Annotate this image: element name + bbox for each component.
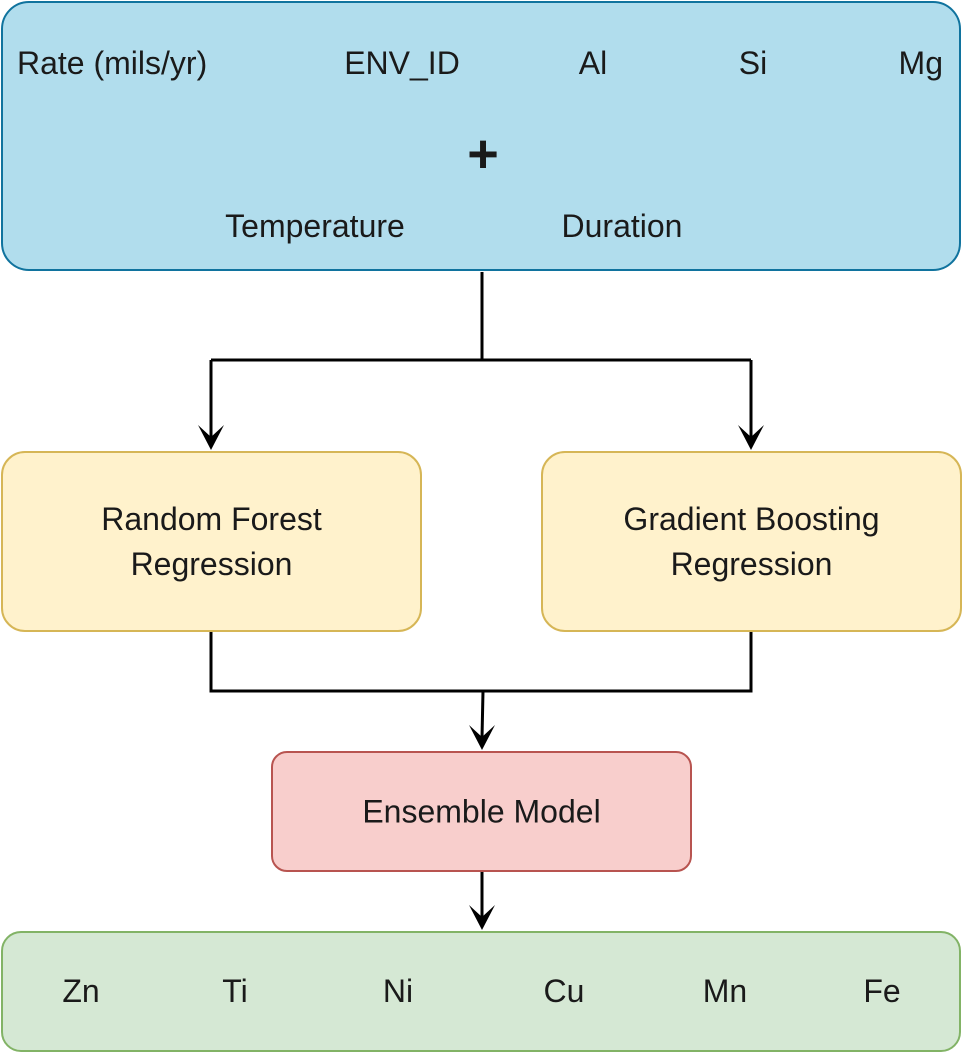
arrow-to-gradient-boosting-head	[738, 425, 764, 450]
random-forest-line2: Regression	[130, 545, 293, 582]
gradient-boosting-label: Gradient Boosting Regression	[543, 497, 960, 587]
input-rate: Rate (mils/yr)	[17, 45, 208, 81]
output-mn: Mn	[702, 973, 748, 1009]
input-al: Al	[578, 45, 608, 81]
random-forest-box: Random Forest Regression	[1, 451, 422, 632]
arrow-to-outputs-head	[469, 905, 495, 930]
ensemble-model-label: Ensemble Model	[273, 789, 690, 834]
gradient-boosting-box: Gradient Boosting Regression	[541, 451, 962, 632]
random-forest-line1: Random Forest	[101, 500, 322, 537]
output-ti: Ti	[222, 973, 248, 1009]
gradient-boosting-line1: Gradient Boosting	[623, 500, 880, 537]
inputs-box: Rate (mils/yr) ENV_ID Al Si Mg + Tempera…	[1, 1, 961, 271]
output-zn: Zn	[62, 973, 100, 1009]
ensemble-model-box: Ensemble Model	[271, 751, 692, 872]
output-cu: Cu	[543, 973, 585, 1009]
input-temperature: Temperature	[225, 208, 405, 244]
gradient-boosting-line2: Regression	[670, 545, 833, 582]
connector-gradient-boosting-down	[483, 632, 753, 693]
arrow-to-ensemble-head	[469, 725, 495, 750]
outputs-box: Zn Ti Ni Cu Mn Fe	[1, 931, 961, 1052]
connector-random-forest-down	[209, 632, 483, 693]
ensemble-model-text: Ensemble Model	[362, 793, 601, 829]
output-fe: Fe	[863, 973, 901, 1009]
arrow-to-random-forest-head	[198, 425, 224, 450]
input-si: Si	[738, 45, 768, 81]
output-ni: Ni	[382, 973, 414, 1009]
random-forest-label: Random Forest Regression	[3, 497, 420, 587]
input-env-id: ENV_ID	[344, 45, 460, 81]
arrow-to-ensemble	[480, 690, 485, 739]
input-duration: Duration	[561, 208, 683, 244]
input-mg: Mg	[898, 45, 943, 81]
plus-sign: +	[467, 124, 499, 184]
